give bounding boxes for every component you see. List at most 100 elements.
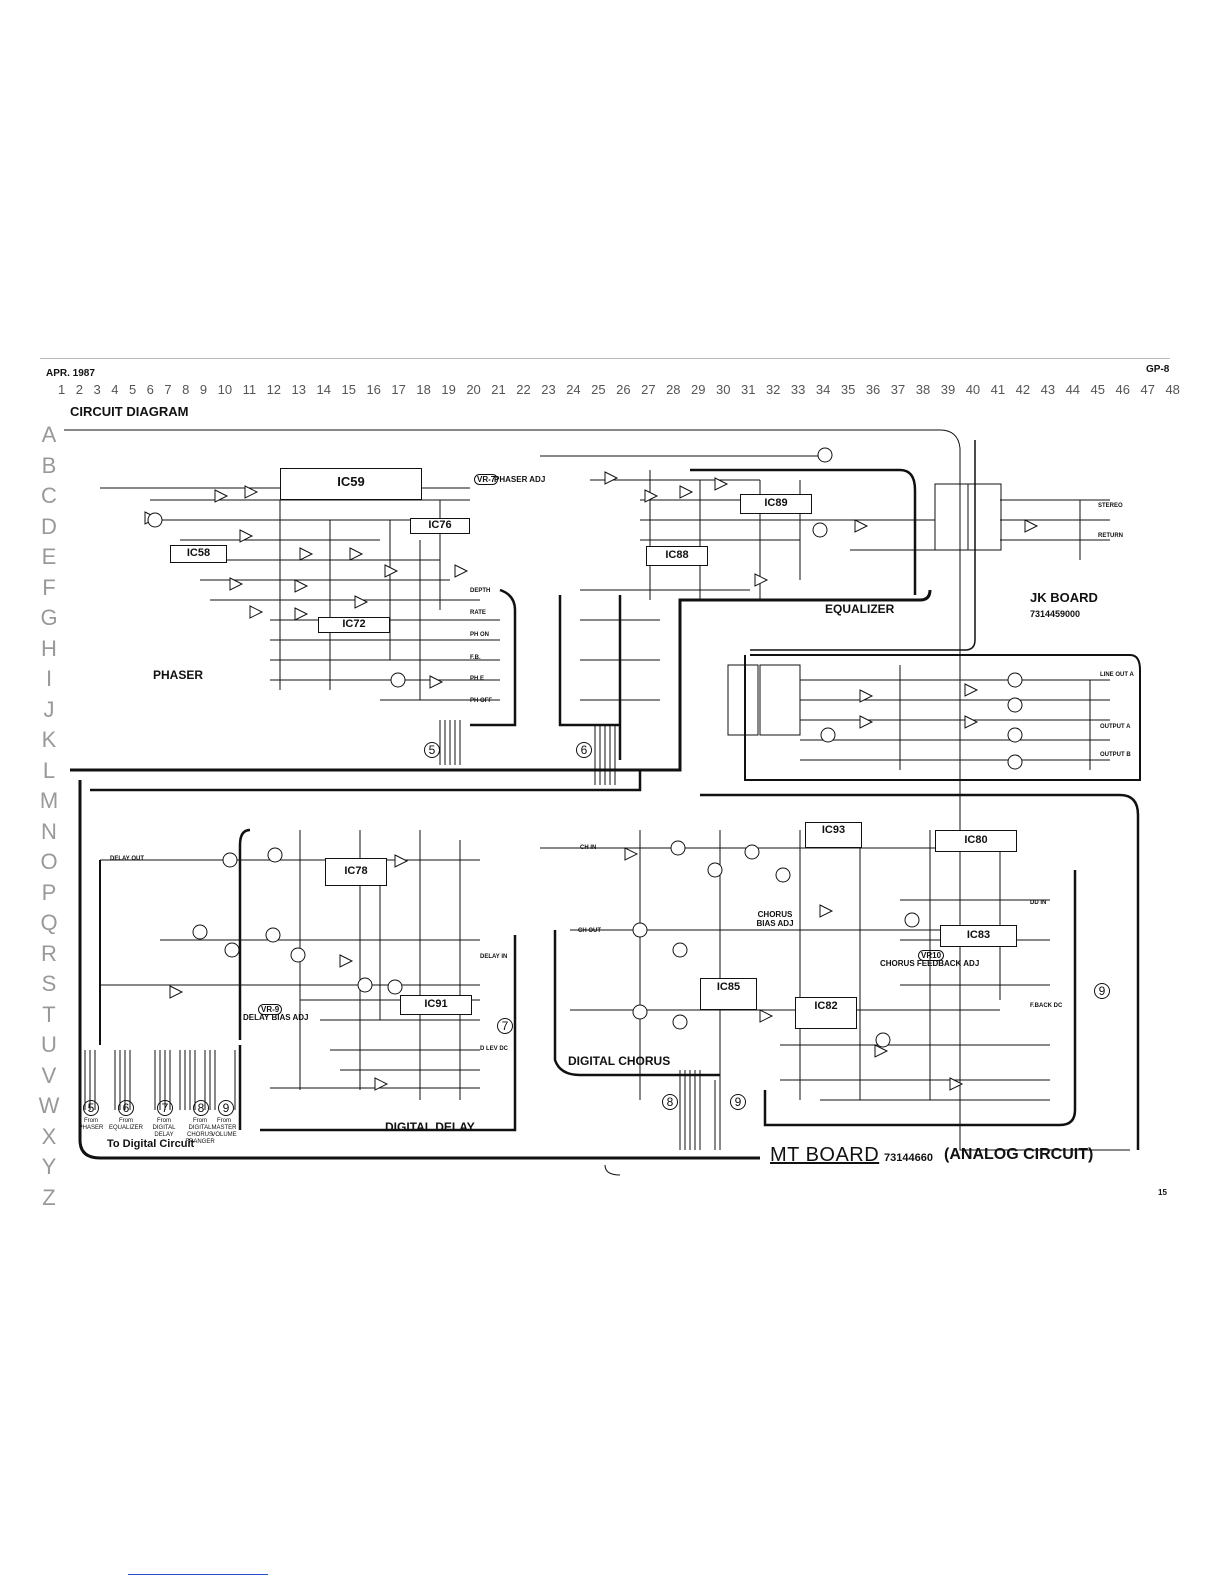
- signal-f-back: F.BACK DC: [1030, 1003, 1063, 1009]
- grid-column-11: 11: [242, 382, 257, 397]
- grid-row-s: S: [41, 971, 57, 996]
- grid-column-46: 46: [1115, 382, 1130, 397]
- grid-column-41: 41: [990, 382, 1006, 397]
- ic85-chip: IC85: [700, 978, 757, 1010]
- to-digital-circuit-label: To Digital Circuit: [107, 1138, 195, 1150]
- signal-delay-out: DELAY OUT: [110, 856, 145, 862]
- grid-row-v: V: [41, 1062, 57, 1088]
- grid-row-d: D: [41, 513, 57, 539]
- mt-board-suffix: (ANALOG CIRCUIT): [944, 1146, 1094, 1163]
- signal-return: RETURN: [1098, 533, 1123, 539]
- grid-column-37: 37: [890, 382, 906, 397]
- grid-column-21: 21: [491, 382, 506, 397]
- grid-row-w: W: [38, 1093, 60, 1118]
- signal-stereo: STEREO: [1098, 503, 1123, 509]
- grid-row-q: Q: [40, 910, 58, 935]
- signal-ch-in: CH IN: [580, 845, 597, 851]
- grid-column-48: 48: [1165, 382, 1180, 397]
- connector-5-phaser: 5: [424, 742, 440, 758]
- vr10-label: VR10: [918, 950, 945, 961]
- grid-row-r: R: [41, 940, 57, 966]
- ic88-chip: IC88: [646, 546, 708, 566]
- delay-bias-adj-label: DELAY BIAS ADJ: [243, 1013, 309, 1022]
- ic93-chip: IC93: [805, 822, 862, 848]
- grid-column-2: 2: [75, 382, 83, 397]
- chorus-feedback-adj-label: CHORUS FEEDBACK ADJ: [880, 959, 980, 968]
- legend-connector-8: 8: [193, 1100, 209, 1116]
- grid-column-10: 10: [217, 382, 233, 397]
- phaser-label: PHASER: [153, 668, 204, 682]
- grid-column-23: 23: [541, 382, 556, 397]
- grid-row-p: P: [41, 879, 57, 905]
- legend-connector-7: 7: [157, 1100, 173, 1116]
- grid-row-x: X: [41, 1123, 57, 1149]
- grid-column-7: 7: [164, 382, 172, 397]
- signal-fb: F.B.: [470, 655, 481, 661]
- grid-column-28: 28: [666, 382, 681, 397]
- grid-column-42: 42: [1015, 382, 1031, 397]
- grid-column-39: 39: [940, 382, 956, 397]
- connector-9-right: 9: [1094, 983, 1110, 999]
- ic82-chip: IC82: [795, 997, 857, 1029]
- grid-column-27: 27: [641, 382, 656, 397]
- grid-column-32: 32: [765, 382, 781, 397]
- grid-column-22: 22: [516, 382, 531, 397]
- jk-board-number: 7314459000: [1030, 609, 1081, 619]
- document-date: APR. 1987: [46, 368, 95, 379]
- grid-row-h: H: [41, 635, 57, 661]
- signal-d-lev: D LEV DC: [480, 1046, 509, 1052]
- signal-line-out-a: LINE OUT A: [1100, 672, 1134, 678]
- grid-row-c: C: [41, 483, 57, 508]
- from-phaser-label: From PHASER: [78, 1118, 104, 1131]
- phaser-adj-label: PHASER ADJ: [494, 475, 546, 484]
- equalizer-label: EQUALIZER: [825, 602, 895, 616]
- ic58-chip: IC58: [170, 545, 227, 563]
- grid-column-16: 16: [366, 382, 381, 397]
- ic78-chip: IC78: [325, 858, 387, 886]
- grid-column-25: 25: [591, 382, 606, 397]
- grid-column-47: 47: [1140, 382, 1155, 397]
- signal-ph-on: PH ON: [470, 632, 490, 638]
- mt-board-label: MT BOARD: [770, 1144, 880, 1166]
- grid-column-4: 4: [111, 382, 119, 397]
- grid-column-44: 44: [1065, 382, 1081, 397]
- connector-8-chorus: 8: [662, 1094, 678, 1110]
- grid-column-35: 35: [840, 382, 856, 397]
- grid-column-31: 31: [740, 382, 756, 397]
- grid-row-y: Y: [41, 1154, 57, 1179]
- grid-column-34: 34: [815, 382, 831, 397]
- model-number: GP-8: [1146, 364, 1170, 375]
- grid-column-5: 5: [128, 382, 137, 397]
- grid-row-o: O: [40, 849, 58, 874]
- ic91-chip: IC91: [400, 995, 472, 1015]
- vr7-label: VR-7: [474, 474, 499, 485]
- ic76-chip: IC76: [410, 518, 470, 534]
- signal-rate: RATE: [470, 610, 486, 616]
- grid-column-15: 15: [341, 382, 356, 397]
- ic72-chip: IC72: [318, 617, 390, 633]
- grid-row-z: Z: [42, 1184, 56, 1210]
- grid-row-e: E: [41, 544, 57, 569]
- grid-row-u: U: [41, 1032, 57, 1057]
- signal-ch-out: CH OUT: [578, 928, 601, 934]
- jk-board-label: JK BOARD: [1030, 590, 1098, 605]
- from-chorus-label: From DIGITAL CHORUS FRANGER: [185, 1118, 215, 1145]
- from-delay-label: From DIGITAL DELAY: [152, 1118, 176, 1138]
- grid-column-17: 17: [391, 382, 406, 397]
- grid-row-b: B: [41, 452, 57, 478]
- vr9-label: VR-9: [258, 1004, 283, 1015]
- grid-column-30: 30: [716, 382, 731, 397]
- grid-column-14: 14: [316, 382, 331, 397]
- grid-column-26: 26: [616, 382, 631, 397]
- grid-column-40: 40: [965, 382, 981, 397]
- grid-column-3: 3: [93, 382, 101, 397]
- signal-output-a: OUTPUT A: [1100, 724, 1131, 730]
- grid-column-8: 8: [182, 382, 190, 397]
- digital-chorus-label: DIGITAL CHORUS: [568, 1054, 671, 1068]
- header-rule: [40, 358, 1170, 359]
- signal-ph-off: PH OFF: [470, 698, 492, 704]
- grid-column-9: 9: [199, 382, 208, 397]
- signal-output-b: OUTPUT B: [1100, 752, 1131, 758]
- page-number: 15: [1158, 1188, 1167, 1197]
